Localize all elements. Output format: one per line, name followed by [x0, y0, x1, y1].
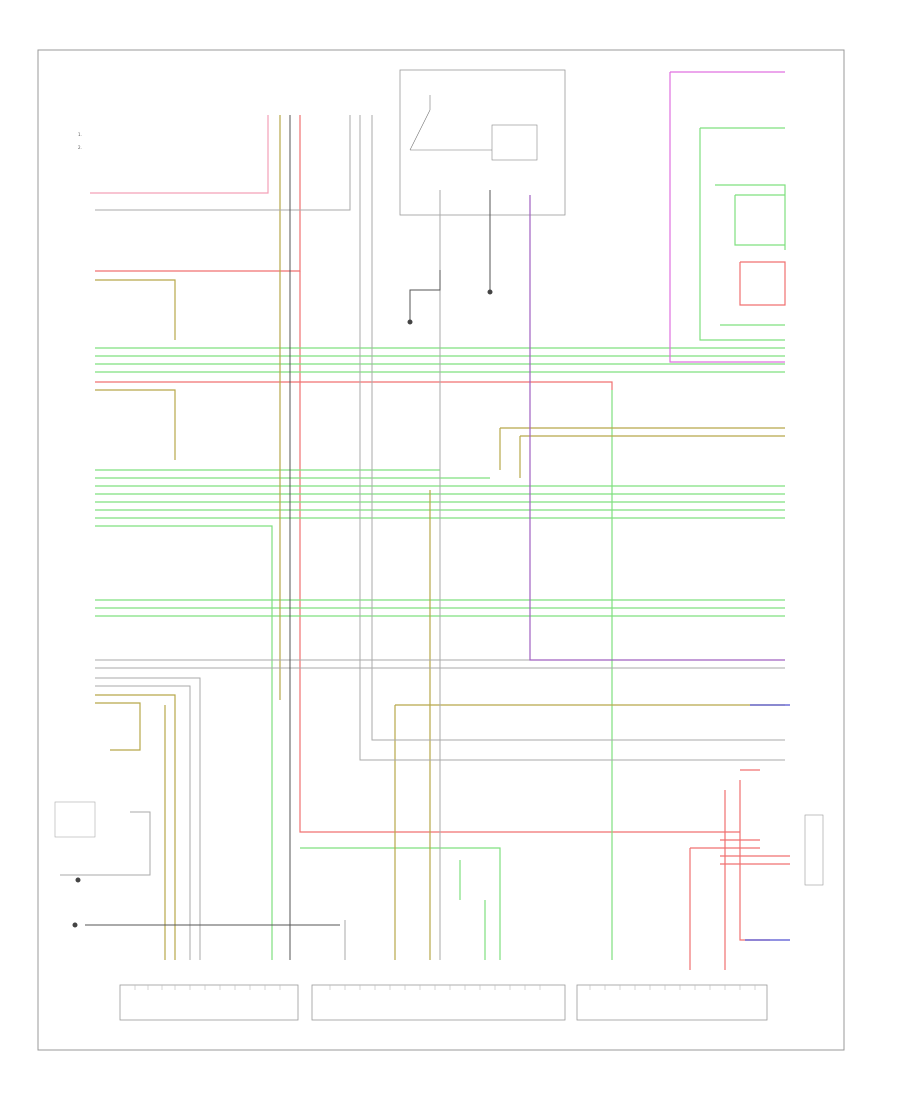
gray-wires: [60, 115, 785, 960]
connector-pins: [134, 985, 756, 990]
olive-wires: [95, 115, 785, 960]
relay-switch: [409, 95, 492, 151]
purple-wires: [529, 195, 785, 661]
red-wires: [95, 115, 790, 970]
magenta-wires: [669, 71, 785, 363]
connector-right: [576, 984, 768, 1021]
right-component-box: [804, 814, 824, 886]
diagram-frame: [37, 49, 845, 1051]
blue-wires: [745, 704, 790, 941]
legend-item-1: 1.: [78, 132, 82, 137]
connector-center: [311, 984, 566, 1021]
pink-wires: [90, 115, 269, 194]
dark-wires: [85, 115, 491, 960]
legend-item-2: 2.: [78, 145, 82, 150]
ground-symbols: [72, 289, 493, 928]
fuse-box: [399, 69, 566, 216]
left-component-box-1: [54, 801, 96, 838]
relay: [491, 124, 538, 161]
connector-left: [119, 984, 299, 1021]
